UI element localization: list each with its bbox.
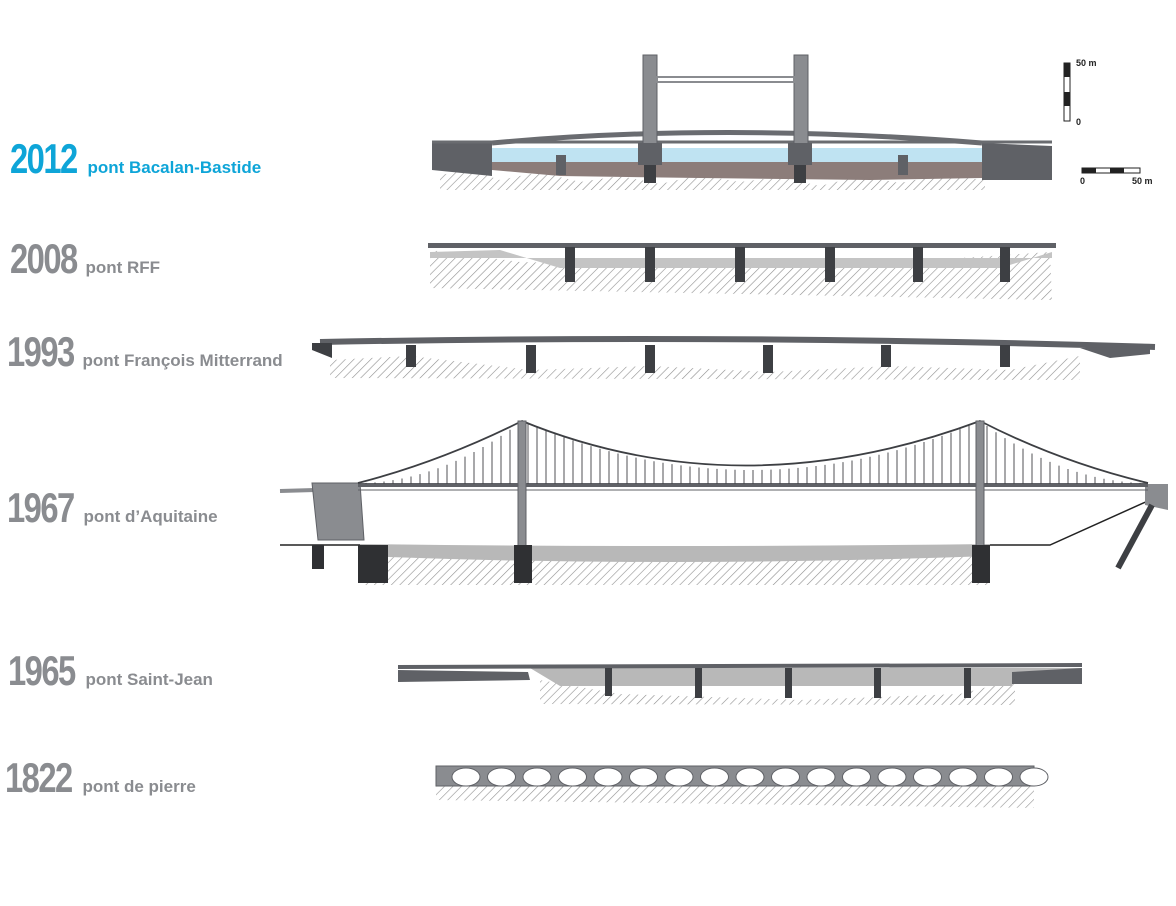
bridge-1822-elevation (435, 765, 1049, 808)
bridge-label-1965: 1965 pont Saint-Jean (8, 650, 213, 692)
name-1965: pont Saint-Jean (85, 670, 213, 689)
arch (735, 767, 765, 787)
bridge-1967-elevation (279, 420, 1168, 585)
arch (593, 767, 623, 787)
scale-vertical-bottom: 0 (1076, 117, 1081, 127)
name-1967: pont d’Aquitaine (83, 507, 218, 526)
arch (1019, 767, 1049, 787)
arch (877, 767, 907, 787)
arch (700, 767, 729, 787)
name-1822: pont de pierre (82, 777, 196, 796)
bridge-2012-elevation (432, 54, 1052, 190)
scale-horizontal-left: 0 (1080, 176, 1085, 186)
arch (948, 767, 978, 787)
arch (451, 767, 481, 787)
year-1993: 1993 (7, 328, 75, 375)
bridge-1993-elevation (312, 335, 1156, 380)
bridge-label-1993: 1993 pont François Mitterrand (7, 331, 283, 373)
bridge-label-2008: 2008 pont RFF (10, 238, 160, 280)
bridge-label-2012: 2012 pont Bacalan-Bastide (10, 138, 261, 180)
arch (771, 767, 800, 787)
year-1967: 1967 (7, 484, 75, 531)
scale-bars: 50 m 0 0 50 m (1063, 58, 1153, 186)
scale-horizontal-right: 50 m (1132, 176, 1153, 186)
name-1993: pont François Mitterrand (82, 351, 283, 370)
bridge-2008-elevation (428, 243, 1056, 300)
arch (913, 767, 942, 787)
year-2012: 2012 (10, 135, 78, 182)
arch (806, 767, 836, 787)
year-1965: 1965 (8, 647, 76, 694)
name-2012: pont Bacalan-Bastide (87, 158, 262, 177)
bridge-label-1967: 1967 pont d’Aquitaine (7, 487, 218, 529)
arch (558, 767, 587, 787)
arch (984, 767, 1013, 787)
bridge-label-1822: 1822 pont de pierre (5, 757, 196, 799)
bridge-1965-elevation (397, 663, 1083, 705)
year-1822: 1822 (5, 754, 73, 801)
arch (629, 767, 658, 787)
year-2008: 2008 (10, 235, 78, 282)
arch (664, 767, 694, 787)
name-2008: pont RFF (85, 258, 161, 277)
arch (522, 767, 552, 787)
arch (842, 767, 871, 787)
scale-vertical-top: 50 m (1076, 58, 1097, 68)
arch (487, 767, 516, 787)
